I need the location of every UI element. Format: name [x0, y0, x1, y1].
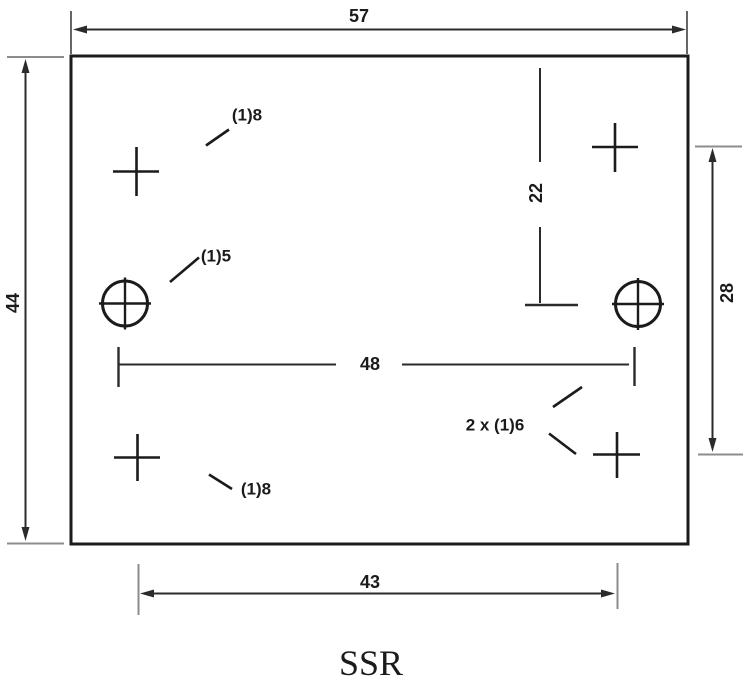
dimension-overall-height	[7, 56, 64, 545]
dimension-hole-center-spacing	[117, 347, 636, 387]
arrowhead-up-icon	[21, 59, 30, 73]
dim-text-hole-center-spacing: 48	[359, 354, 381, 374]
arrowhead-left-icon	[73, 25, 87, 34]
leader-top-hole-label	[205, 128, 230, 147]
dim-text-top-to-hole: 22	[526, 182, 546, 204]
dimension-right-hole-spacing	[695, 145, 743, 456]
dimension-overall-width	[70, 11, 688, 54]
label-right-holes: 2 x (1)6	[465, 415, 525, 435]
crosshair-top-left	[113, 147, 159, 196]
dim-text-bottom-hole-spacing: 43	[359, 572, 381, 592]
leader-middle-hole-label	[169, 256, 200, 283]
arrowhead-up-icon	[708, 148, 717, 162]
leader-right-holes-upper	[552, 385, 583, 409]
arrowhead-right-icon	[672, 25, 686, 34]
mounting-hole-left	[99, 277, 151, 330]
dimension-bottom-hole-spacing	[137, 563, 619, 615]
dim-text-overall-width: 57	[348, 6, 370, 26]
leader-right-holes-lower	[548, 432, 577, 456]
label-top-hole: (1)8	[231, 105, 263, 125]
crosshair-bottom-right	[593, 432, 640, 478]
arrowhead-down-icon	[708, 438, 717, 452]
dim-text-right-hole-spacing: 28	[717, 282, 737, 304]
dimension-top-to-hole	[525, 68, 578, 307]
crosshair-top-right	[592, 123, 638, 172]
drawing-title: SSR	[338, 643, 404, 683]
arrowhead-down-icon	[21, 527, 30, 541]
dim-text-overall-height: 44	[3, 292, 23, 314]
part-outline-rectangle	[69, 54, 690, 546]
arrowhead-left-icon	[140, 589, 154, 598]
label-bottom-hole: (1)8	[240, 479, 272, 499]
arrowhead-right-icon	[601, 589, 615, 598]
label-middle-hole: (1)5	[200, 246, 232, 266]
crosshair-bottom-left	[114, 434, 160, 481]
mounting-hole-right	[612, 278, 664, 330]
leader-bottom-hole-label	[208, 473, 233, 491]
